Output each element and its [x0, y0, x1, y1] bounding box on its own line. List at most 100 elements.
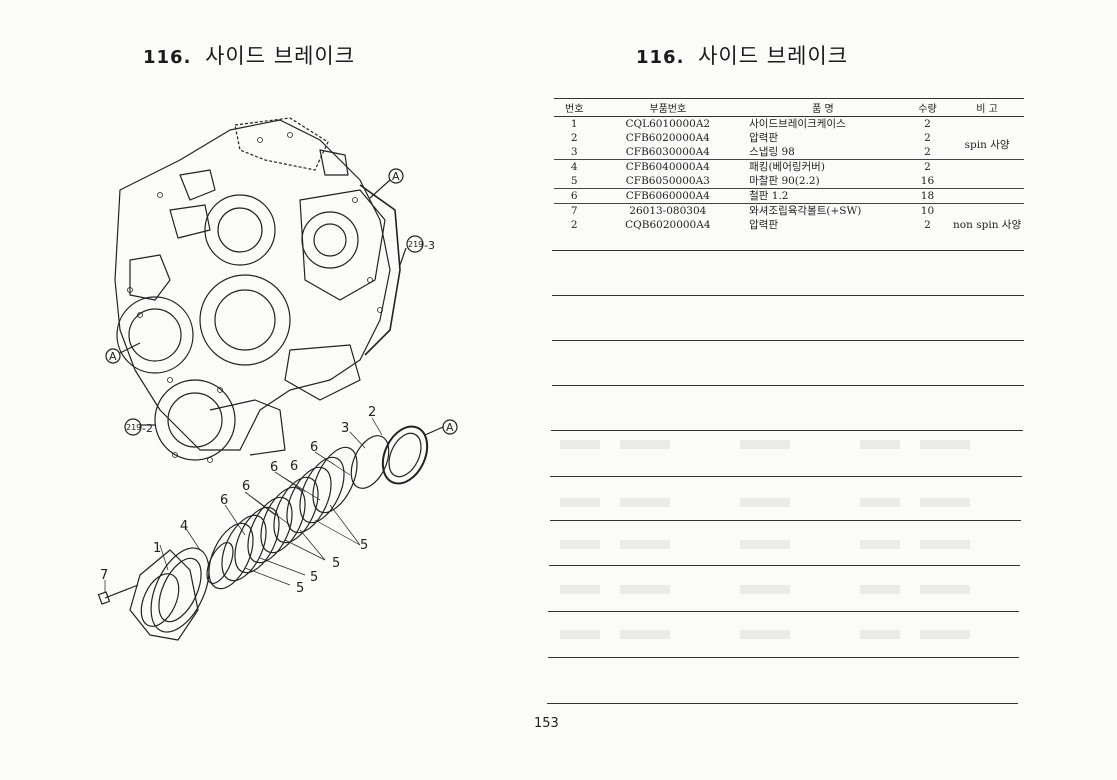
row-remark: [950, 117, 1024, 132]
blank-row-rule: [547, 703, 1018, 704]
label-3: 3: [341, 421, 349, 436]
callout-a-ring: A: [446, 421, 454, 434]
blank-row-rule: [548, 657, 1019, 658]
ref-219-2-circle: 219: [126, 423, 141, 432]
row-name: 사이드브레이크케이스: [749, 118, 846, 130]
exploded-parts-diagram: A A A 219 -3 219 -2 1 2 3 4 5 5 5 5 6 6 …: [97, 117, 458, 641]
header-part-no: 부품번호: [594, 98, 742, 117]
right-title-text: 사이드 브레이크: [698, 44, 849, 68]
table-row: 2 CQB6020000A4 압력판 2 non spin 사양: [554, 218, 1024, 232]
label-6d: 6: [220, 493, 228, 508]
page-number: 153: [534, 716, 559, 731]
leader-lines: [104, 417, 383, 592]
row-remark: [950, 188, 1024, 204]
blank-row-rule: [550, 520, 1021, 521]
row-part-no: CFB6050000A3: [625, 175, 710, 187]
blank-row-rule: [552, 385, 1024, 386]
row-qty: 2: [924, 132, 931, 144]
blank-row-rule: [552, 250, 1024, 251]
table-row: 4 CFB6040000A4 패킹(베어링커버) 2: [554, 159, 1024, 174]
row-no: 4: [554, 159, 595, 174]
label-6c: 6: [242, 479, 250, 494]
transmission-case-illustration: [114, 117, 401, 463]
row-remark: [950, 159, 1024, 174]
blank-row-rule: [552, 295, 1024, 296]
label-5a: 5: [360, 538, 368, 553]
blank-row-rule: [548, 611, 1019, 612]
row-name: 패킹(베어링커버): [741, 159, 905, 174]
blank-row-rule: [551, 430, 1023, 431]
row-part-no: CQB6020000A4: [625, 219, 711, 231]
row-part-no: CQL6010000A2: [625, 118, 711, 130]
label-6e: 6: [290, 459, 298, 474]
row-qty: 2: [924, 118, 931, 130]
table-row: 3 CFB6030000A4 스냅링 98 2: [554, 145, 1024, 160]
row-name: 철판 1.2: [741, 188, 905, 204]
show-through-texture: [560, 585, 1020, 594]
table-row: 2 CFB6020000A4 압력판 2 spin 사양: [554, 131, 1024, 151]
header-no: 번호: [554, 98, 595, 117]
row-no: 5: [570, 175, 578, 187]
row-remark: non spin 사양: [953, 219, 1022, 231]
row-part-no: CFB6020000A4: [625, 132, 710, 144]
show-through-texture: [560, 540, 1020, 549]
row-name: 스냅링 98: [749, 146, 795, 158]
blank-row-rule: [552, 340, 1024, 341]
label-1: 1: [153, 541, 161, 556]
show-through-texture: [560, 630, 1020, 639]
row-qty: 18: [904, 188, 951, 204]
row-no: 3: [570, 146, 578, 158]
callouts: [105, 168, 424, 436]
row-part-no: 26013-080304: [594, 203, 742, 218]
row-part-no: CFB6030000A4: [625, 146, 710, 158]
label-6b: 6: [270, 460, 278, 475]
show-through-texture: [560, 440, 1020, 449]
row-remark: [950, 174, 1024, 189]
show-through-texture: [560, 498, 1020, 507]
left-title-number: 116.: [143, 47, 192, 68]
header-remark: 비 고: [950, 98, 1024, 117]
ref-219-3-suffix: -3: [424, 239, 435, 252]
ref-219-3-circle: 219: [408, 240, 423, 249]
label-5d: 5: [296, 581, 304, 596]
row-remark: [950, 203, 1024, 218]
right-title-number: 116.: [636, 47, 685, 68]
callout-a-top: A: [392, 170, 400, 183]
parts-table-header: 번호 부품번호 품 명 수량 비 고: [554, 98, 1024, 117]
table-row: 5 CFB6050000A3 마찰판 90(2.2) 16: [554, 174, 1024, 189]
row-qty: 2: [924, 219, 931, 231]
callout-a-left: A: [109, 350, 117, 363]
blank-row-rule: [550, 476, 1022, 477]
label-7: 7: [100, 568, 108, 583]
table-row: 1 CQL6010000A2 사이드브레이크케이스 2: [554, 117, 1024, 132]
parts-table: 번호 부품번호 품 명 수량 비 고 1 CQL6010000A2 사이드브레이…: [554, 98, 1024, 232]
row-no: 2: [570, 219, 578, 231]
row-no: 6: [554, 188, 595, 204]
table-row: 6 CFB6060000A4 철판 1.2 18: [554, 188, 1024, 204]
row-qty: 10: [904, 203, 951, 218]
row-name: 압력판: [749, 219, 779, 231]
row-qty: 16: [920, 175, 935, 187]
row-no: 7: [554, 203, 595, 218]
row-remark: spin 사양: [964, 139, 1010, 151]
table-row: 7 26013-080304 와셔조립육각볼트(+SW) 10: [554, 203, 1024, 218]
blank-row-rule: [549, 565, 1020, 566]
row-name: 압력판: [749, 132, 779, 144]
row-qty: 2: [924, 146, 931, 158]
ring-and-snap-ring: [350, 419, 458, 489]
header-qty: 수량: [904, 98, 951, 117]
header-name: 품 명: [741, 98, 905, 117]
row-name: 마찰판 90(2.2): [749, 175, 820, 187]
label-6a: 6: [310, 440, 318, 455]
label-4: 4: [180, 519, 188, 534]
row-qty: 2: [904, 159, 951, 174]
row-no: 1: [570, 118, 578, 130]
label-2: 2: [368, 405, 376, 420]
row-no: 2: [570, 132, 578, 144]
ref-219-2-suffix: -2: [142, 422, 153, 435]
left-page-title: 116. 사이드 브레이크: [143, 40, 355, 70]
right-page-title: 116. 사이드 브레이크: [636, 40, 848, 70]
left-title-text: 사이드 브레이크: [205, 44, 356, 68]
label-5b: 5: [332, 556, 340, 571]
row-part-no: CFB6040000A4: [594, 159, 742, 174]
